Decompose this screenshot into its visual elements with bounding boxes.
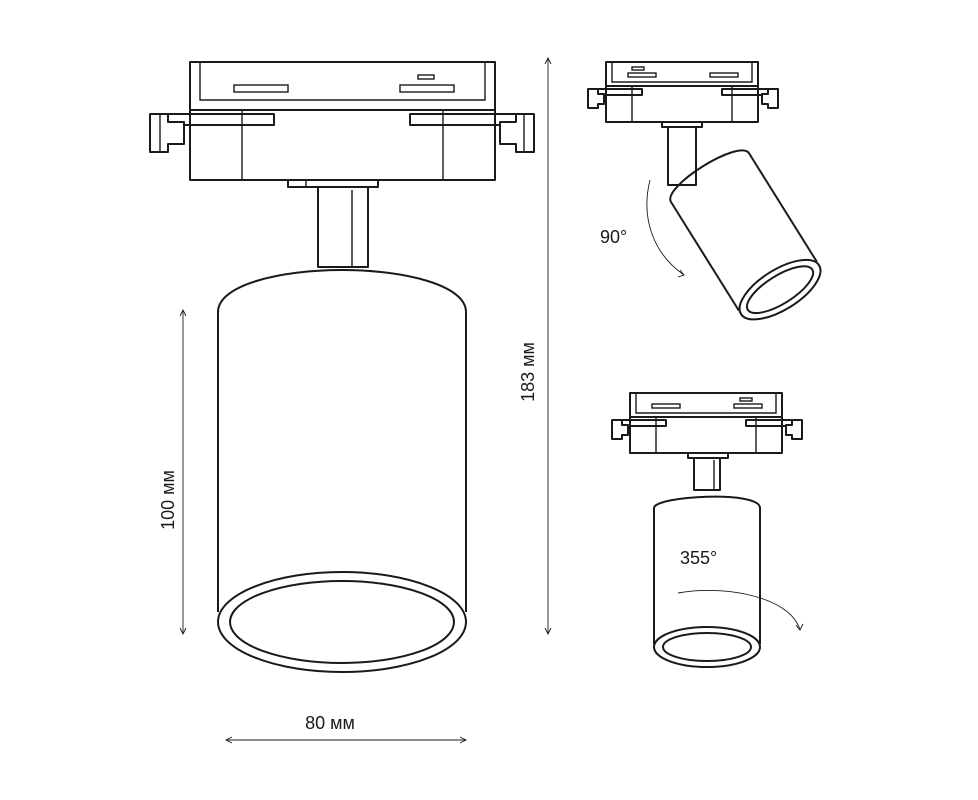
stem	[317, 186, 369, 268]
dimension-height: 100 мм	[158, 308, 187, 636]
height-label: 100 мм	[158, 470, 178, 530]
main-front-view	[149, 61, 535, 673]
rotated-cylinder	[653, 495, 761, 668]
rotated-view: 355°	[611, 392, 804, 668]
tilted-stem	[667, 126, 697, 186]
rotation-angle-label: 355°	[680, 548, 717, 568]
tilt-angle-label: 90°	[600, 227, 627, 247]
dimension-total-height: 183 мм	[518, 56, 552, 636]
rotated-track-adapter	[611, 392, 803, 459]
dimension-width: 80 мм	[224, 713, 468, 744]
width-label: 80 мм	[305, 713, 355, 733]
tilted-view: 90°	[587, 61, 822, 321]
rotation-arrow	[677, 589, 801, 631]
rotated-stem	[693, 457, 721, 491]
cylinder-body	[217, 269, 467, 673]
total-height-label: 183 мм	[518, 342, 538, 402]
tilt-rotation-arrow	[646, 179, 685, 276]
tilted-cylinder	[669, 149, 822, 321]
tilted-track-adapter	[587, 61, 779, 128]
track-adapter	[149, 61, 535, 188]
